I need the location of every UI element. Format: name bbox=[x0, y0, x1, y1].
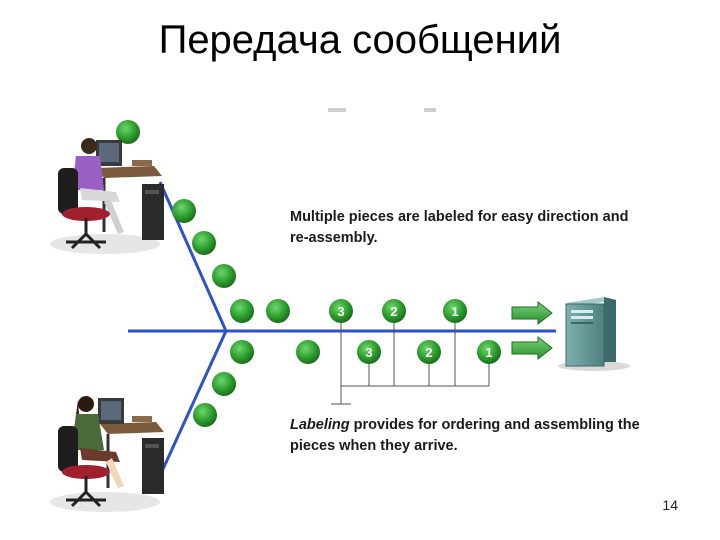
packet bbox=[296, 340, 320, 364]
packet bbox=[212, 264, 236, 288]
packets-lower-branch bbox=[193, 372, 236, 427]
slide-title: Передача сообщений bbox=[158, 18, 562, 62]
caption-emphasis: Labeling bbox=[290, 417, 350, 433]
labeled-packet bbox=[443, 299, 467, 323]
lower-branch-line bbox=[156, 330, 228, 481]
packet bbox=[116, 120, 140, 144]
network-lines bbox=[128, 181, 556, 481]
label-connectors bbox=[331, 322, 490, 405]
labeled-packets-bottom: 3 2 1 bbox=[357, 340, 501, 364]
packet-label: 3 bbox=[365, 345, 372, 360]
labeled-packet bbox=[477, 340, 501, 364]
labeled-packet bbox=[357, 340, 381, 364]
packets-main-line bbox=[230, 299, 320, 364]
caption-labeling: Labeling provides for ordering and assem… bbox=[290, 415, 680, 457]
user-workstation-icon bbox=[50, 138, 164, 254]
labeled-packet bbox=[329, 299, 353, 323]
labeled-packets-top: 3 2 1 bbox=[329, 299, 467, 323]
packet-label: 1 bbox=[451, 304, 458, 319]
labeled-packet bbox=[417, 340, 441, 364]
packet bbox=[192, 231, 216, 255]
upper-branch-line bbox=[158, 181, 228, 332]
packet bbox=[230, 299, 254, 323]
packet bbox=[230, 340, 254, 364]
slide-number: 14 bbox=[662, 497, 678, 513]
packet-label: 2 bbox=[425, 345, 432, 360]
packet-label: 2 bbox=[390, 304, 397, 319]
packet bbox=[266, 299, 290, 323]
user-workstation-icon bbox=[50, 396, 164, 512]
packet-label: 1 bbox=[485, 345, 492, 360]
labeled-packet bbox=[382, 299, 406, 323]
caption-labeled-pieces: Multiple pieces are labeled for easy dir… bbox=[290, 209, 629, 246]
arrow-icon bbox=[511, 300, 553, 361]
caption-rest: provides for ordering and assembling the… bbox=[290, 417, 640, 454]
packet bbox=[193, 403, 217, 427]
packets-upper-branch bbox=[116, 120, 236, 288]
packet-label: 3 bbox=[337, 304, 344, 319]
packet bbox=[172, 199, 196, 223]
packet bbox=[212, 372, 236, 396]
server-icon bbox=[558, 297, 630, 371]
clipped-text-remnant bbox=[328, 108, 436, 112]
